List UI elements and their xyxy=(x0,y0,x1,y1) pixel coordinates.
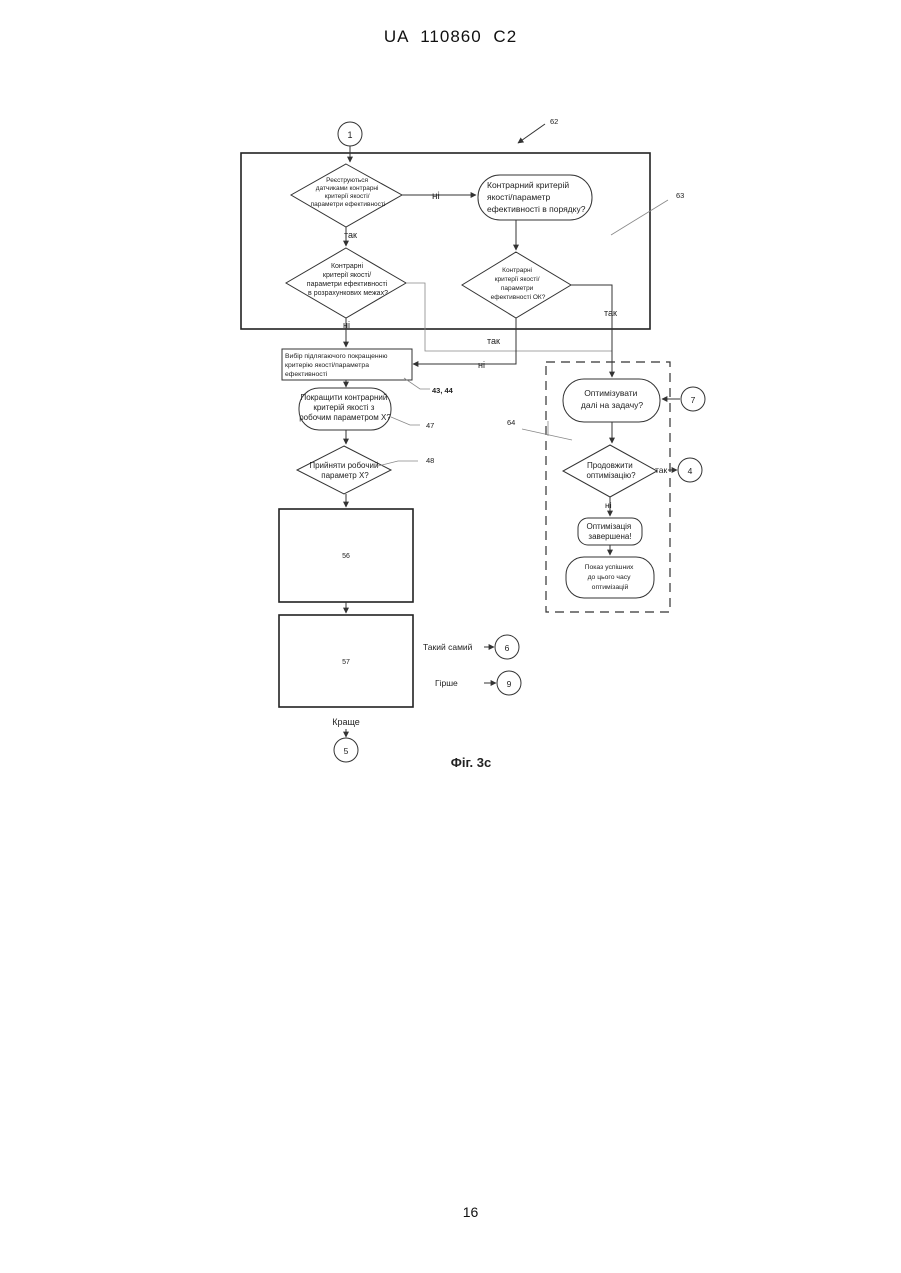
decision-accept-parameter xyxy=(297,446,391,494)
leader-47 xyxy=(391,417,420,425)
leader-63 xyxy=(611,200,668,235)
connector-7-label: 7 xyxy=(691,395,696,405)
leader-64 xyxy=(522,429,572,440)
label-tak-1: так xyxy=(344,230,357,240)
arrow-d3-to-b1 xyxy=(413,318,516,364)
connector-4-label: 4 xyxy=(688,466,693,476)
ref-48: 48 xyxy=(426,456,434,465)
label-ni-2: ні xyxy=(343,320,350,330)
arrow-ref-62 xyxy=(518,124,545,143)
label-tak-4: так xyxy=(655,465,668,475)
arrow-d3-to-t3 xyxy=(571,285,612,377)
ref-62: 62 xyxy=(550,117,558,126)
subprocess-box-62 xyxy=(241,153,650,329)
ref-43-44: 43, 44 xyxy=(432,386,454,395)
terminal-optimization-finished-text: Оптимізація завершена! xyxy=(586,522,633,541)
decision-continue-optimization-text: Продовжити оптимізацію? xyxy=(586,461,636,480)
display-successful-optimizations-text: Показ успішних до цього часу оптимізацій xyxy=(585,563,636,591)
connector-6-label: 6 xyxy=(505,643,510,653)
label-tak-2: так xyxy=(604,308,617,318)
ref-47: 47 xyxy=(426,421,434,430)
label-ni-4: ні xyxy=(605,500,612,510)
figure-caption: Фіг. 3с xyxy=(451,755,492,770)
label-tak-3: так xyxy=(487,336,500,346)
process-block-56-label: 56 xyxy=(342,553,350,560)
ref-64: 64 xyxy=(507,418,515,427)
connector-5-label: 5 xyxy=(344,746,349,756)
label-better: Краще xyxy=(332,717,360,727)
label-ni-3: ні xyxy=(478,360,485,370)
label-ni-1: ні xyxy=(432,191,440,202)
process-block-57-label: 57 xyxy=(342,659,350,666)
label-same: Такий самий xyxy=(423,642,473,652)
ref-63: 63 xyxy=(676,191,684,200)
page-number: 16 xyxy=(0,1204,901,1220)
connector-9-label: 9 xyxy=(507,679,512,689)
label-worse: Гірше xyxy=(435,678,458,688)
connector-1-label: 1 xyxy=(347,130,352,140)
